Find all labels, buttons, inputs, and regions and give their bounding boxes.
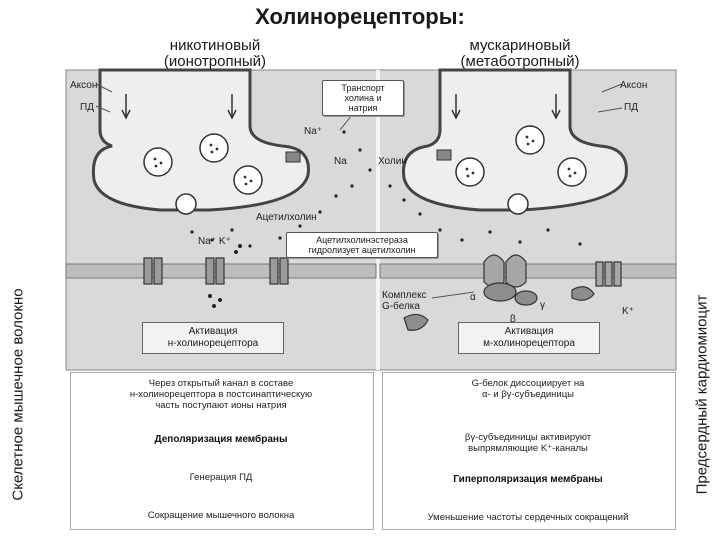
muscarinic-step4: Уменьшение частоты сердечных сокращений [427,512,629,523]
vesicle [557,157,587,187]
left-axon-label: Аксон [70,80,98,91]
nicotinic-receptors [143,257,289,285]
muscarinic-step2: βγ-субъединицы активируют выпрямляющие K… [386,432,670,454]
nicotinic-receptor [205,257,225,285]
nicotinic-step1-line3: часть поступают ионы натрия [155,400,287,411]
nicotinic-receptor [143,257,163,285]
right-axon-label: Аксон [620,80,648,91]
na-plus-label: Na⁺ [304,126,323,137]
page-title: Холинорецепторы: [255,4,465,29]
nicotinic-activation-line2: н-холинорецептора [167,338,259,349]
ache-line1: Ацетилхолинэстераза [316,235,408,245]
transport-line2: холина и [344,93,382,103]
nicotinic-subtitle: никотиновый (ионотропный) [120,38,310,70]
vesicle [233,165,263,195]
vesicle [515,125,545,155]
nicotinic-step1-line2: н-холинорецептора в постсинаптическую [129,389,313,400]
right-vesicle-contents [465,135,577,178]
transport-callout: Транспорт холина и натрия [322,80,404,116]
nicotinic-subtitle-line2: (ионотропный) [163,53,267,70]
left-vesicles [143,133,263,215]
nicotinic-step1: Через открытый канал в составе н-холинор… [74,378,368,411]
vesicle [143,147,173,177]
muscarinic-activation-line1: Активация [504,326,554,337]
ache-callout: Ацетилхолинэстераза гидролизует ацетилхо… [286,232,438,258]
muscarinic-subtitle: мускариновый (метаботропный) [420,38,620,70]
gprotein-label: Комплекс G-белка [382,290,427,312]
muscarinic-activation-box: Активация м-холинорецептора [458,322,600,354]
muscarinic-subtitle-line1: мускариновый [469,37,571,54]
left-na-label: Na [334,156,347,167]
transport-line3: натрия [348,103,378,113]
gprotein-label-line2: G-белка [382,301,420,312]
gamma-label: γ [540,300,545,311]
alpha-label: α [470,292,476,303]
nicotinic-activation-box: Активация н-холинорецептора [142,322,284,354]
right-pd-label: ПД [624,102,638,113]
nicotinic-step4: Сокращение мышечного волокна [147,510,295,521]
diagram-frame [65,69,677,371]
vesicle [175,193,197,215]
nicotinic-step1-line1: Через открытый канал в составе [148,378,294,389]
atrial-cardiomyocyte-side-label: Предсердный кардиомиоцит [693,294,711,495]
left-transporter [285,151,301,163]
muscarinic-step2-line2: выпрямляющие K⁺-каналы [468,443,588,454]
beta-label: β [510,314,516,325]
muscarinic-activation-line2: м-холинорецептора [483,338,575,349]
transport-line1: Транспорт [341,83,385,93]
vesicle [455,157,485,187]
nicotinic-activation-line1: Активация [188,326,238,337]
ache-line2: гидролизует ацетилхолин [308,245,416,255]
vesicle [199,133,229,163]
muscarinic-step1-line2: α- и βγ-субъединицы [481,389,575,400]
acetylcholine-molecules [190,130,582,248]
k-channel [595,261,622,287]
left-pd-label: ПД [80,102,94,113]
acetylcholine-label: Ацетилхолин [256,212,317,223]
muscarinic-step1-line1: G-белок диссоциирует на [471,378,585,389]
ions-label: Na⁺ K⁺ [198,236,231,247]
gprotein-label-line1: Комплекс [382,290,427,301]
choline-label: Холин [378,156,407,167]
muscarinic-flowchart [382,372,676,530]
right-postsynaptic-membrane [379,263,677,279]
nicotinic-subtitle-line1: никотиновый [169,37,261,54]
right-vesicles [455,125,587,215]
right-transporter [436,149,452,161]
muscarinic-step3: Гиперполяризация мембраны [453,474,603,485]
muscarinic-subtitle-line2: (метаботропный) [460,53,580,70]
nicotinic-step3: Генерация ПД [189,472,253,483]
pd-arrows [121,94,561,120]
vesicle [507,193,529,215]
muscarinic-step2-line1: βγ-субъединицы активируют [464,432,592,443]
muscarinic-step1: G-белок диссоциирует на α- и βγ-субъедин… [386,378,670,400]
nicotinic-receptor [269,257,289,285]
skeletal-muscle-side-label: Скелетное мышечное волокно [9,288,27,501]
beta-gamma-subunit [571,286,595,301]
g-protein-complex [483,282,538,306]
dissociated-alpha-subunit [403,313,429,331]
nicotinic-step2: Деполяризация мембраны [154,434,288,445]
ion-dots [208,244,242,308]
k-label: K⁺ [622,306,634,317]
left-vesicle-contents [153,143,253,186]
nicotinic-flowchart [70,372,374,530]
